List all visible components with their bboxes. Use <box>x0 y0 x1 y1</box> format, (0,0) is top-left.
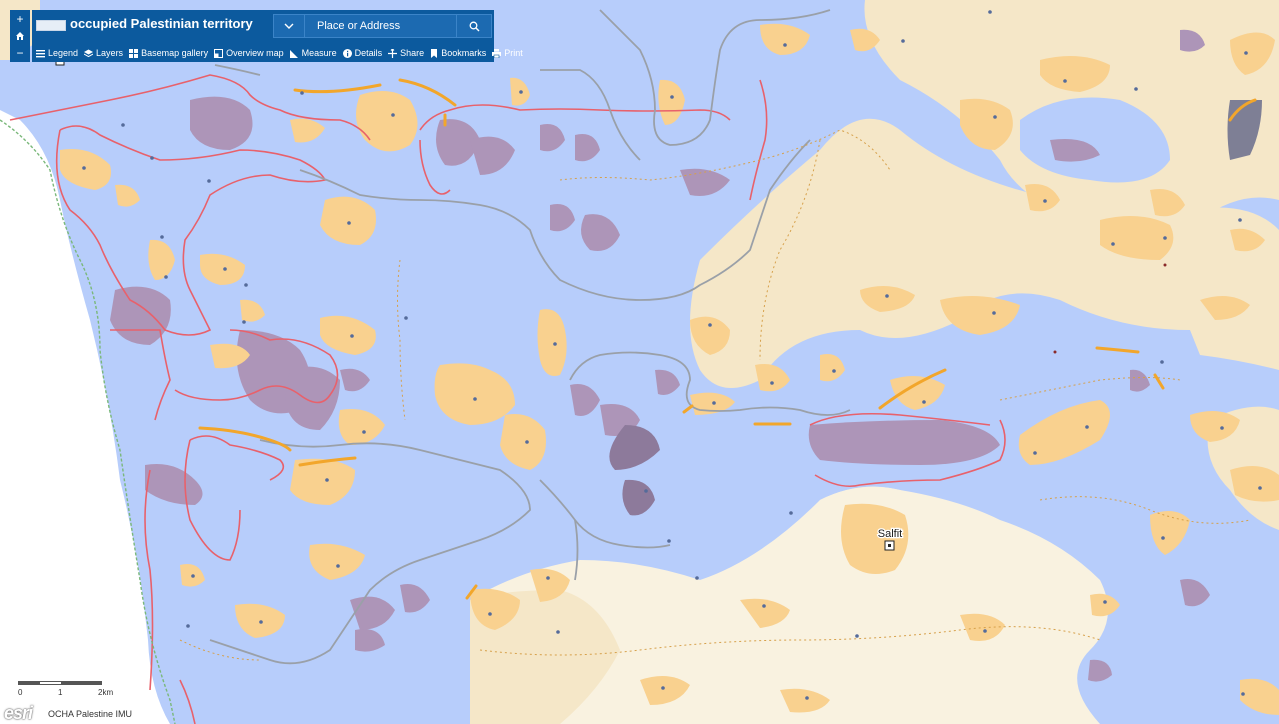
details-button[interactable]: Details <box>342 48 383 58</box>
chevron-down-icon <box>284 23 294 29</box>
overview-icon <box>214 48 224 58</box>
scale-label-2: 2km <box>98 688 114 697</box>
list-icon <box>36 49 45 57</box>
measure-button[interactable]: Measure <box>289 48 337 58</box>
esri-logo[interactable]: esri <box>4 703 33 723</box>
zoom-in-button[interactable]: + <box>16 11 24 26</box>
barrier-layer <box>9 74 1006 724</box>
search-widget <box>273 14 492 38</box>
legend-button[interactable]: Legend <box>36 48 78 58</box>
ruler-icon <box>289 49 298 58</box>
layers-button[interactable]: Layers <box>84 48 123 58</box>
area-ab-region <box>1190 307 1279 370</box>
toolbar: Legend Layers Basemap gallery Overview m… <box>32 44 523 62</box>
boundary-layer <box>179 129 1251 661</box>
home-icon <box>16 31 24 40</box>
share-icon <box>388 48 398 58</box>
zoom-out-button[interactable]: − <box>16 45 24 60</box>
layers-label: Layers <box>96 48 124 58</box>
home-button[interactable] <box>10 27 30 44</box>
app-title: occupied Palestinian territory <box>70 16 253 31</box>
grid-icon <box>129 48 139 58</box>
search-source-dropdown[interactable] <box>274 15 305 37</box>
area-ab-region <box>1020 97 1170 183</box>
overview-map-label: Overview map <box>226 48 284 58</box>
info-icon <box>342 48 352 58</box>
search-button[interactable] <box>456 15 491 37</box>
details-label: Details <box>354 48 383 58</box>
scale-bar-graphic <box>18 681 102 685</box>
green-line-boundary <box>0 119 176 724</box>
print-button[interactable]: Print <box>492 48 523 58</box>
overview-map-button[interactable]: Overview map <box>214 48 284 58</box>
measure-label: Measure <box>301 48 337 58</box>
scale-label-1: 1 <box>58 688 63 697</box>
built-up-layer <box>60 23 1279 715</box>
place-label: Salfit <box>878 528 902 540</box>
area-ab-region <box>470 590 620 724</box>
bookmark-icon <box>431 48 438 58</box>
legend-label: Legend <box>48 48 79 58</box>
print-icon <box>492 48 502 58</box>
search-icon <box>469 21 479 31</box>
locality-markers <box>82 10 1262 700</box>
print-label: Print <box>504 48 523 58</box>
area-ab-region <box>690 118 1279 388</box>
app-header: occupied Palestinian territory Legend La… <box>32 10 523 62</box>
salfit-marker <box>884 540 895 551</box>
route-layer <box>209 9 851 665</box>
ocha-logo <box>36 20 66 31</box>
attribution-text: OCHA Palestine IMU <box>48 709 133 719</box>
search-input[interactable] <box>305 15 457 37</box>
road-layer <box>198 78 1257 600</box>
bookmarks-label: Bookmarks <box>441 48 487 58</box>
title-row: occupied Palestinian territory <box>32 10 494 40</box>
scale-label-0: 0 <box>18 688 23 697</box>
area-pale-region <box>470 486 1108 724</box>
zoom-control: + − <box>10 10 30 62</box>
basemap-gallery-label: Basemap gallery <box>141 48 209 58</box>
bookmarks-button[interactable]: Bookmarks <box>430 48 486 58</box>
share-label: Share <box>400 48 425 58</box>
basemap-gallery-button[interactable]: Basemap gallery <box>129 48 208 58</box>
layers-icon <box>84 49 94 57</box>
share-button[interactable]: Share <box>388 48 424 58</box>
scale-bar: 0 1 2km <box>18 681 128 701</box>
